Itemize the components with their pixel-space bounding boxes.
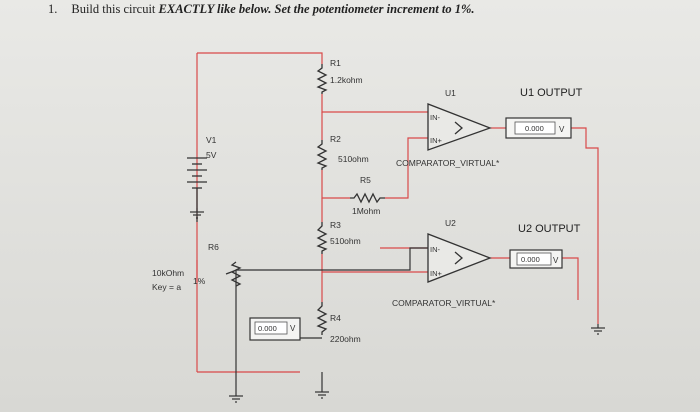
u2-output-reading: 0.000 bbox=[521, 255, 540, 264]
r6-key: Key = a bbox=[152, 282, 181, 292]
r5-resistor bbox=[350, 192, 385, 204]
r4-value: 220ohm bbox=[330, 334, 361, 344]
instruction-number: 1. bbox=[48, 2, 58, 16]
u1-name: U1 bbox=[445, 88, 456, 98]
wiper-meter-unit: V bbox=[290, 324, 296, 333]
wire-r3-to-u2-ninv bbox=[321, 254, 428, 273]
r2-name: R2 bbox=[330, 134, 341, 144]
r3-name: R3 bbox=[330, 220, 341, 230]
wire-wiper-to-u2-inv bbox=[236, 247, 428, 271]
r3-resistor bbox=[316, 222, 328, 254]
v1-name: V1 bbox=[206, 135, 217, 145]
u2-output-display bbox=[516, 252, 552, 266]
r6-value: 10kOhm bbox=[152, 268, 184, 278]
wiper-meter-reading: 0.000 bbox=[258, 324, 277, 333]
wire-u1-meter-gnd bbox=[571, 127, 599, 324]
ground-icon bbox=[229, 392, 243, 403]
instruction-prefix: Build this circuit bbox=[71, 2, 159, 16]
u2-comparator bbox=[427, 233, 492, 283]
u2-output-title: U2 OUTPUT bbox=[518, 223, 581, 235]
r1-resistor bbox=[316, 64, 328, 94]
u1-noninv-pin: IN+ bbox=[430, 136, 443, 145]
u1-comparator bbox=[427, 103, 492, 151]
u2-model: COMPARATOR_VIRTUAL* bbox=[392, 298, 496, 308]
wire-top-rail bbox=[197, 52, 323, 64]
r4-resistor bbox=[316, 302, 328, 335]
u2-comparator-symbol bbox=[454, 251, 463, 265]
u1-comparator-symbol bbox=[454, 121, 463, 135]
u1-inv-pin: IN- bbox=[430, 113, 441, 122]
u2-name: U2 bbox=[445, 218, 456, 228]
u2-inv-pin: IN- bbox=[430, 245, 441, 254]
u2-noninv-pin: IN+ bbox=[430, 269, 443, 278]
r2-resistor bbox=[316, 140, 328, 170]
wire-r2-to-r5 bbox=[321, 170, 350, 199]
u1-output-reading: 0.000 bbox=[525, 124, 544, 133]
r6-increment: 1% bbox=[193, 276, 206, 286]
ground-icon bbox=[190, 208, 204, 219]
instruction-emphasis: EXACTLY bbox=[158, 2, 214, 16]
ground-icon bbox=[315, 388, 329, 399]
instruction-suffix: like below. Set the potentiometer increm… bbox=[213, 2, 475, 16]
u1-output-title: U1 OUTPUT bbox=[520, 87, 583, 99]
v1-value: 5V bbox=[206, 150, 217, 160]
red-wires bbox=[196, 52, 599, 373]
u1-output-unit: V bbox=[559, 125, 565, 134]
ground-icon bbox=[591, 324, 605, 335]
v1-battery bbox=[187, 157, 207, 208]
wire-r1-to-u1-inv bbox=[321, 94, 428, 113]
r2-value: 510ohm bbox=[338, 154, 369, 164]
r6-potentiometer bbox=[230, 261, 242, 287]
r1-name: R1 bbox=[330, 58, 341, 68]
u1-model: COMPARATOR_VIRTUAL* bbox=[396, 158, 500, 168]
wire-u2-meter-gnd bbox=[562, 257, 579, 300]
wire-r5-to-u1-ninv bbox=[385, 137, 428, 199]
u1-output-display bbox=[514, 121, 556, 135]
r6-name: R6 bbox=[208, 242, 219, 252]
r5-name: R5 bbox=[360, 175, 371, 185]
r4-name: R4 bbox=[330, 313, 341, 323]
r5-value: 1Mohm bbox=[352, 206, 380, 216]
u2-output-unit: V bbox=[553, 256, 559, 265]
wiper-voltmeter-display bbox=[254, 321, 288, 335]
r1-value: 1.2kohm bbox=[330, 75, 363, 85]
r3-value: 510ohm bbox=[330, 236, 361, 246]
r6-wiper-arrow bbox=[225, 270, 235, 275]
instruction-text: 1. Build this circuit EXACTLY like below.… bbox=[48, 2, 475, 17]
